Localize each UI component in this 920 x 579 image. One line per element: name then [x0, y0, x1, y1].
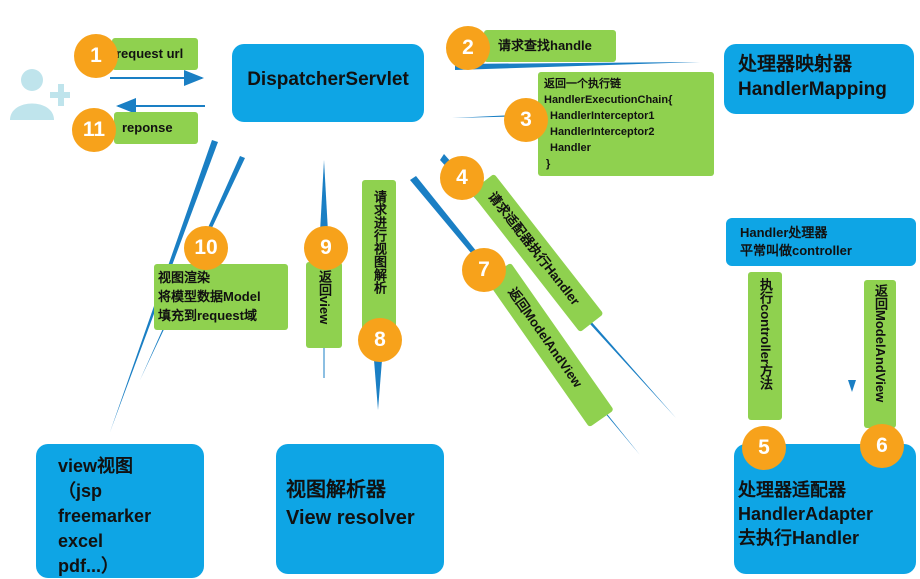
- step10-line2: 将模型数据Model: [158, 289, 261, 304]
- step1-badge: 1: [74, 34, 118, 78]
- step8-badge: 8: [358, 318, 402, 362]
- step6-label: 返回ModelAndView: [864, 280, 896, 428]
- step1-label: request url: [112, 38, 198, 70]
- view-line5: pdf...）: [58, 556, 119, 576]
- step3-badge: 3: [504, 98, 548, 142]
- step2-badge: 2: [446, 26, 490, 70]
- step11-badge: 11: [72, 108, 116, 152]
- step9-text: 返回view: [317, 270, 332, 325]
- step2-label: 请求查找handle: [484, 30, 616, 62]
- step9-badge: 9: [304, 226, 348, 270]
- step10-badge: 10: [184, 226, 228, 270]
- step3-line4: HandlerInterceptor2: [550, 126, 655, 138]
- step3-line2: HandlerExecutionChain{: [544, 94, 673, 106]
- step1-text: request url: [116, 46, 184, 61]
- adapter-line3: 去执行Handler: [738, 528, 860, 548]
- handler-mapping-en: HandlerMapping: [738, 79, 887, 100]
- step5-badge: 5: [742, 426, 786, 470]
- view-line4: excel: [58, 531, 104, 551]
- step8-label: 请求进行视图解析: [362, 180, 396, 332]
- step6-text: 返回ModelAndView: [873, 284, 888, 403]
- step9-label: 返回view: [306, 262, 342, 348]
- adapter-line2: HandlerAdapter: [738, 504, 874, 524]
- step4-badge: 4: [440, 156, 484, 200]
- arrow-step9: [320, 160, 328, 232]
- step3-line1: 返回一个执行链: [544, 78, 621, 90]
- step8-text: 请求进行视图解析: [372, 190, 387, 294]
- step10-line3: 填充到request域: [158, 308, 257, 323]
- step3-line6: }: [546, 158, 551, 170]
- step3-label: 返回一个执行链 HandlerExecutionChain{ HandlerIn…: [538, 72, 714, 176]
- step5-text: 执行controller方法: [758, 278, 773, 390]
- handler-note-line1: Handler处理器: [740, 225, 828, 240]
- view-resolver-box: 视图解析器 View resolver: [276, 444, 444, 574]
- handler-mapping-box: 处理器映射器 HandlerMapping: [724, 44, 914, 114]
- view-line3: freemarker: [58, 506, 152, 526]
- handler-mapping-cn: 处理器映射器: [738, 54, 853, 75]
- dispatcher-servlet-label: DispatcherServlet: [247, 69, 409, 90]
- step10-line1: 视图渲染: [158, 270, 211, 285]
- add-user-icon: [8, 62, 70, 122]
- step11-text: reponse: [122, 120, 173, 135]
- adapter-line1: 处理器适配器: [738, 480, 846, 500]
- view-box: view视图 （jsp freemarker excel pdf...）: [36, 444, 204, 578]
- handler-note-line2: 平常叫做controller: [740, 243, 852, 258]
- step7-badge: 7: [462, 248, 506, 292]
- arrow-step2: [455, 62, 700, 70]
- view-resolver-cn: 视图解析器: [286, 479, 386, 501]
- handler-note-box: Handler处理器 平常叫做controller: [726, 218, 916, 266]
- view-resolver-en: View resolver: [286, 507, 415, 529]
- arrow-step8: [374, 360, 382, 410]
- step3-line3: HandlerInterceptor1: [550, 110, 655, 122]
- dispatcher-servlet-box: DispatcherServlet: [232, 44, 424, 122]
- view-line2: （jsp: [58, 481, 103, 501]
- step2-text: 请求查找handle: [498, 38, 592, 53]
- step10-label: 视图渲染 将模型数据Model 填充到request域: [154, 264, 288, 330]
- step6-badge: 6: [860, 424, 904, 468]
- view-line1: view视图: [58, 456, 134, 476]
- step5-label: 执行controller方法: [748, 272, 782, 420]
- arrow-step6: [848, 280, 856, 392]
- step11-label: reponse: [114, 112, 198, 144]
- step3-line5: Handler: [550, 142, 591, 154]
